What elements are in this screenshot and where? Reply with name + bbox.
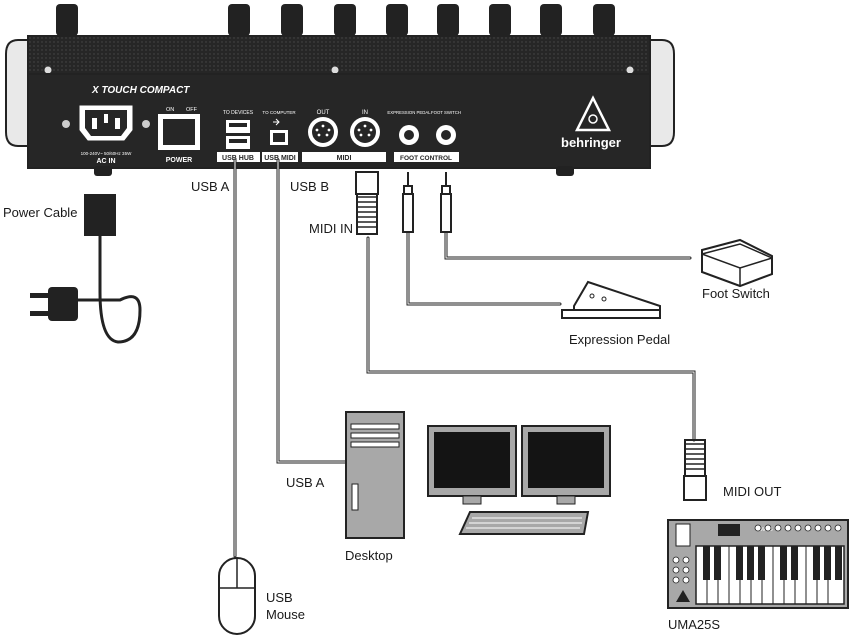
usb-mouse xyxy=(218,557,256,635)
expression-pedal xyxy=(561,280,661,319)
usb-hub-ports: TO DEVICES USB HUB xyxy=(217,110,260,162)
midi-ports: OUT IN MIDI xyxy=(302,110,386,162)
usb-mouse-label-line1: USB xyxy=(266,590,293,605)
ac-in-spec: 100-240V~ 50/60Hz 35W xyxy=(81,151,132,156)
expression-pedal-label: Expression Pedal xyxy=(569,332,670,347)
midi-out-port-label: OUT xyxy=(317,110,330,116)
mesh-grille xyxy=(27,35,651,77)
foot-switch-jack-label: FOOT SWITCH xyxy=(431,110,461,115)
expression-cable xyxy=(406,230,562,306)
foot-switch-label: Foot Switch xyxy=(702,286,770,301)
monitors xyxy=(427,425,611,535)
power-on-label: ON xyxy=(166,107,174,113)
midi-out-label: MIDI OUT xyxy=(723,484,782,499)
usb-midi-top-label: TO COMPUTER xyxy=(262,110,296,115)
midi-in-plug xyxy=(355,171,379,235)
power-switch: ON OFF POWER xyxy=(158,107,200,164)
uma25s-label: UMA25S xyxy=(668,617,720,632)
usb-midi-label: USB MIDI xyxy=(264,155,296,162)
behringer-logo: behringer xyxy=(561,95,621,150)
foot-switch-cable xyxy=(444,230,692,260)
power-label: POWER xyxy=(166,157,192,164)
midi-in-label: MIDI IN xyxy=(309,221,353,236)
usb-b-label: USB B xyxy=(290,179,329,194)
foot-control-label: FOOT CONTROL xyxy=(400,155,452,162)
power-cable-label: Power Cable xyxy=(3,205,77,220)
device-logo: X TOUCH COMPACT xyxy=(91,85,190,96)
midi-in-port-label: IN xyxy=(362,110,368,116)
uma25s-keyboard: UMA25 xyxy=(667,519,849,609)
manufacturer-name: behringer xyxy=(561,135,621,150)
usb-hub-top-label: TO DEVICES xyxy=(223,110,254,116)
desktop-tower xyxy=(345,411,405,539)
usb-a-top-label: USB A xyxy=(191,179,230,194)
usb-hub-label: USB HUB xyxy=(222,155,254,162)
expression-jack-label: EXPRESSION PEDAL xyxy=(387,110,431,115)
uma-brand-text: UMA25 xyxy=(756,527,773,533)
power-cable xyxy=(30,194,142,344)
usb-a-bottom-label: USB A xyxy=(286,475,325,490)
ac-in-label: AC IN xyxy=(96,158,115,165)
foot-control-jacks: EXPRESSION PEDAL FOOT SWITCH FOOT CONTRO… xyxy=(387,110,461,162)
power-off-label: OFF xyxy=(186,107,198,113)
midi-out-plug xyxy=(683,439,707,501)
midi-section-label: MIDI xyxy=(337,155,352,162)
usb-b-cable-desktop xyxy=(276,158,347,464)
cables xyxy=(233,158,696,558)
knob-row xyxy=(56,4,615,36)
jack-plugs xyxy=(402,172,452,233)
desktop-label: Desktop xyxy=(345,548,393,563)
usb-midi-port: TO COMPUTER USB MIDI xyxy=(262,110,298,162)
ac-in-socket: 100-240V~ 50/60Hz 35W AC IN xyxy=(62,105,150,165)
xtouch-device: X TOUCH COMPACT 100-240V~ 50/60Hz 35W AC… xyxy=(5,4,675,176)
diagram-labels: Power Cable USB A USB B MIDI IN Foot Swi… xyxy=(3,179,782,632)
foot-switch xyxy=(701,238,773,288)
usb-mouse-label-line2: Mouse xyxy=(266,607,305,622)
